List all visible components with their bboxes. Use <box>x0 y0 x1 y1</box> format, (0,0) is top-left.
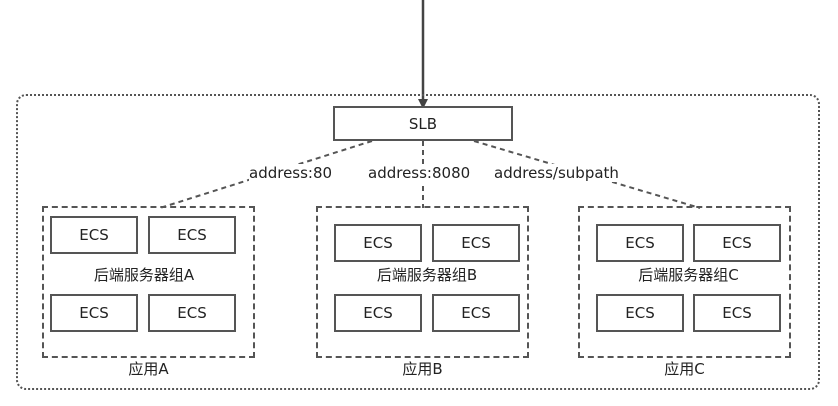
ecs-server-a4: ECS <box>148 294 236 332</box>
ecs-server-c1: ECS <box>596 224 684 262</box>
app-label-b: 应用B <box>402 360 443 378</box>
ecs-server-b3: ECS <box>334 294 422 332</box>
ecs-server-c3: ECS <box>596 294 684 332</box>
group-label-b: 后端服务器组B <box>376 266 478 284</box>
route-label-c: address/subpath <box>494 164 619 182</box>
ecs-server-c2: ECS <box>693 224 781 262</box>
ecs-server-c4: ECS <box>693 294 781 332</box>
ecs-server-b2: ECS <box>432 224 520 262</box>
route-label-b: address:8080 <box>368 164 471 182</box>
server-group-a <box>42 206 255 358</box>
ecs-server-b1: ECS <box>334 224 422 262</box>
slb-box: SLB <box>333 106 513 141</box>
server-group-c <box>578 206 791 358</box>
ecs-server-a2: ECS <box>148 216 236 254</box>
ecs-server-b4: ECS <box>432 294 520 332</box>
route-label-a: address:80 <box>249 164 333 182</box>
outer-region <box>16 94 820 390</box>
ecs-server-a3: ECS <box>50 294 138 332</box>
ecs-server-a1: ECS <box>50 216 138 254</box>
server-group-b <box>316 206 529 358</box>
app-label-c: 应用C <box>664 360 705 378</box>
group-label-c: 后端服务器组C <box>638 266 739 284</box>
app-label-a: 应用A <box>128 360 169 378</box>
group-label-a: 后端服务器组A <box>93 266 195 284</box>
